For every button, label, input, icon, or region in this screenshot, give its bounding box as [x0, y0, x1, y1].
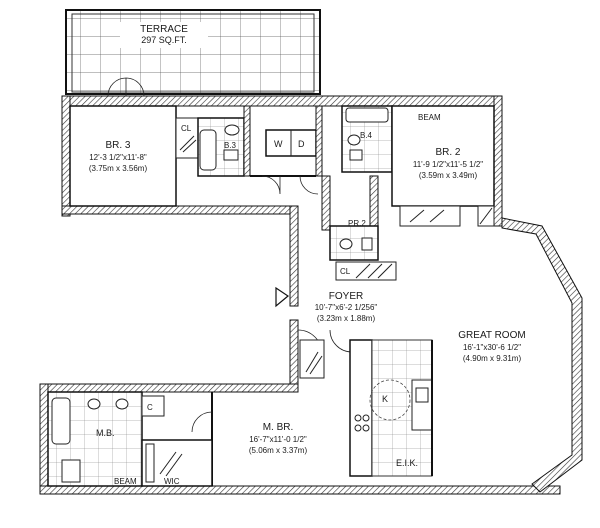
eik-label: E.I.K. — [396, 458, 418, 468]
br3-dims: 12'-3 1/2"x11'-8" — [89, 153, 147, 162]
terrace-size: 297 SQ.FT. — [141, 35, 187, 45]
great-room-name: GREAT ROOM — [458, 330, 525, 341]
dryer-label: D — [298, 139, 305, 149]
master-closet-label: C — [147, 403, 153, 412]
foyer-dims: 10'-7"x6'-2 1/256" — [315, 303, 378, 312]
closet-foyer-label: CL — [340, 267, 351, 276]
bath-3-label: B.3 — [224, 141, 237, 150]
great-room-metric: (4.90m x 9.31m) — [463, 354, 522, 363]
great-room-dims: 16'-1"x30'-6 1/2" — [463, 343, 521, 352]
room-great-room: GREAT ROOM 16'-1"x30'-6 1/2" (4.90m x 9.… — [458, 330, 525, 363]
terrace-name: TERRACE — [140, 24, 188, 35]
kitchen-label: K — [382, 394, 388, 404]
closet-foyer: CL — [335, 261, 397, 281]
bath-4-label: B.4 — [360, 131, 373, 140]
walk-in-closet: WIC — [141, 439, 213, 487]
powder-room-label: PR.2 — [348, 219, 366, 228]
br2-metric: (3.59m x 3.49m) — [419, 171, 478, 180]
closet-br3: CL — [175, 117, 199, 159]
foyer-name: FOYER — [329, 291, 363, 302]
beam-top: BEAM — [418, 113, 441, 122]
master-bath: M.B. C BEAM — [47, 391, 165, 487]
entry-arrow-icon — [275, 286, 290, 308]
room-foyer: FOYER 10'-7"x6'-2 1/256" (3.23m x 1.88m) — [275, 286, 378, 379]
wic-label: WIC — [164, 477, 180, 486]
mbr-dims: 16'-7"x11'-0 1/2" — [249, 435, 307, 444]
br2-name: BR. 2 — [435, 147, 460, 158]
br3-metric: (3.75m x 3.56m) — [89, 164, 148, 173]
bath-4: B.4 — [341, 105, 393, 173]
mbr-name: M. BR. — [263, 422, 294, 433]
room-br3: BR. 3 12'-3 1/2"x11'-8" (3.75m x 3.56m) — [69, 77, 177, 207]
room-br2: BEAM BR. 2 11'-9 1/2"x11'-5 1/2" (3.59m … — [391, 105, 495, 227]
laundry: W D — [265, 129, 317, 157]
kitchen: K E.I.K. — [349, 339, 433, 477]
foyer-metric: (3.23m x 1.88m) — [317, 314, 376, 323]
closet-br3-label: CL — [181, 124, 192, 133]
br2-dims: 11'-9 1/2"x11'-5 1/2" — [413, 160, 483, 169]
hallway — [243, 105, 379, 231]
br3-name: BR. 3 — [105, 140, 130, 151]
beam-bottom: BEAM — [114, 477, 137, 486]
bath-3: B.3 — [197, 117, 245, 177]
master-bath-label: M.B. — [96, 428, 115, 438]
mbr-metric: (5.06m x 3.37m) — [249, 446, 308, 455]
powder-room: PR.2 — [329, 219, 379, 261]
washer-label: W — [274, 139, 283, 149]
terrace: TERRACE 297 SQ.FT. — [65, 9, 321, 95]
